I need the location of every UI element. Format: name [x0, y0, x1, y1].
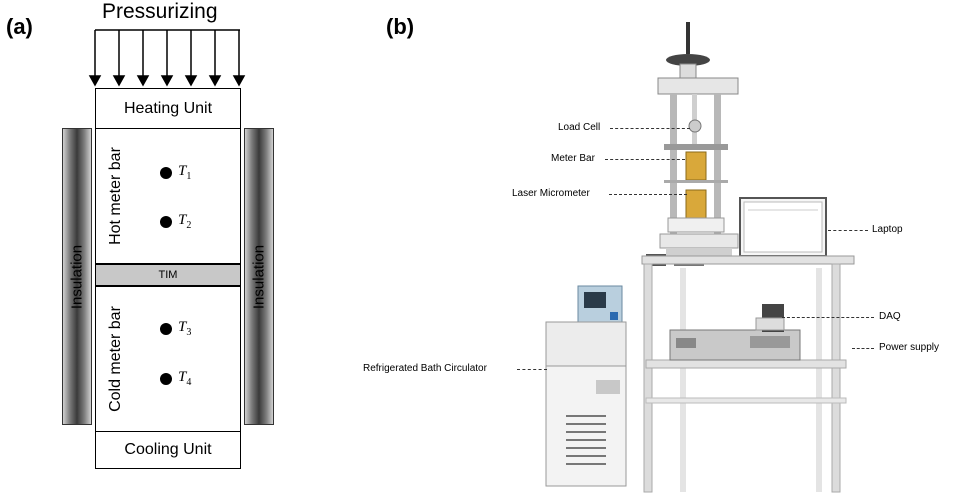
sensor-t4-label: T4 — [178, 369, 192, 388]
sensor-t4-dot — [160, 373, 172, 385]
insulation-left-label: Insulation — [68, 244, 86, 309]
panel-b-label: (b) — [386, 14, 415, 39]
leader-bath-circulator — [517, 369, 547, 370]
insulation-right: Insulation — [244, 128, 274, 425]
insulation-right-label: Insulation — [250, 244, 268, 309]
cold-meter-bar: Cold meter bar T3 T4 — [95, 286, 241, 432]
apparatus-photo — [545, 22, 855, 493]
sensor-t2-dot — [160, 216, 172, 228]
cold-meter-bar-label: Cold meter bar — [107, 306, 124, 412]
sensor-t3-dot — [160, 323, 172, 335]
callout-laser-micrometer: Laser Micrometer — [512, 188, 590, 199]
pressure-arrows — [88, 29, 246, 87]
pressurizing-label: Pressurizing — [102, 0, 218, 23]
sensor-t1-label: T1 — [178, 163, 192, 182]
leader-load-cell — [610, 128, 690, 129]
hot-meter-bar: Hot meter bar T1 T2 — [95, 128, 241, 264]
sensor-t3-label: T3 — [178, 319, 192, 338]
leader-laptop — [828, 230, 868, 231]
leader-daq — [782, 317, 874, 318]
cooling-unit: Cooling Unit — [95, 431, 241, 469]
hot-meter-bar-label: Hot meter bar — [107, 147, 124, 245]
insulation-left: Insulation — [62, 128, 92, 425]
tim-layer: TIM — [95, 264, 241, 286]
heating-unit: Heating Unit — [95, 88, 241, 129]
leader-power-supply — [852, 348, 874, 349]
sensor-t2-label: T2 — [178, 212, 192, 231]
callout-meter-bar: Meter Bar — [551, 153, 595, 164]
callout-load-cell: Load Cell — [558, 122, 601, 133]
callout-bath-circulator: Refrigerated Bath Circulator — [363, 363, 487, 374]
sensor-t1-dot — [160, 167, 172, 179]
leader-meter-bar — [605, 159, 685, 160]
callout-daq: DAQ — [879, 311, 901, 322]
callout-laptop: Laptop — [872, 224, 903, 235]
leader-laser-micrometer — [609, 194, 687, 195]
tim-label: TIM — [158, 269, 178, 281]
callout-power-supply: Power supply — [879, 342, 940, 353]
heating-unit-label: Heating Unit — [123, 99, 213, 117]
cooling-unit-label: Cooling Unit — [124, 441, 212, 458]
panel-a-label: (a) — [6, 14, 33, 39]
